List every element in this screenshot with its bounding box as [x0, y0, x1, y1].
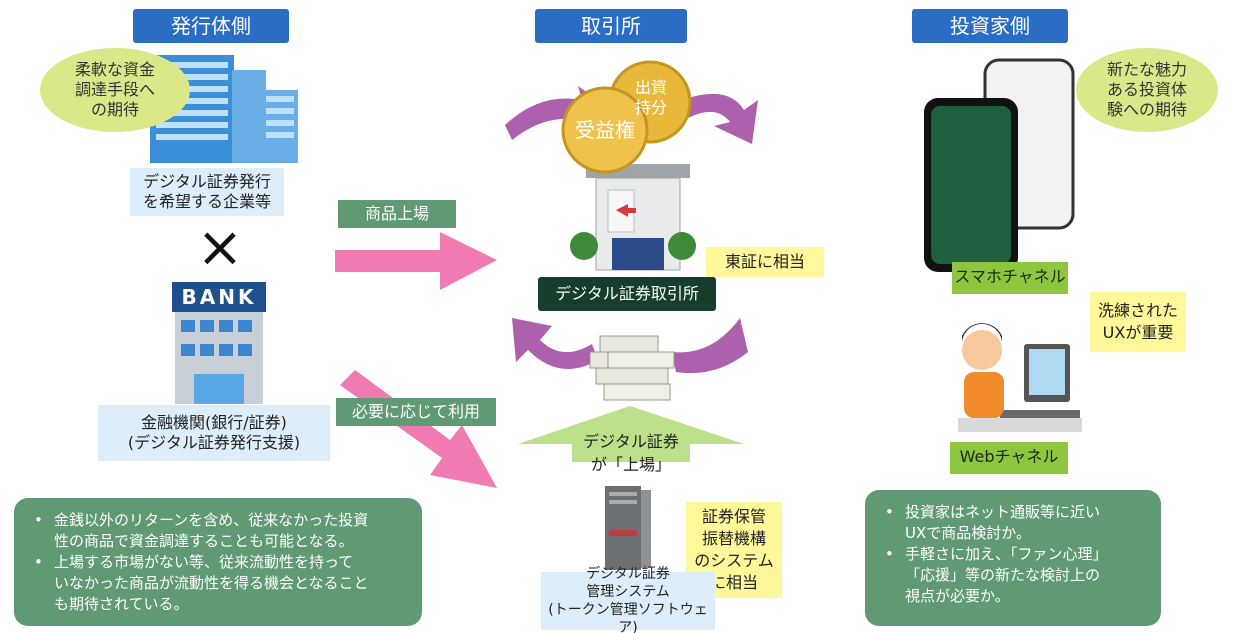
exchange-header: 取引所	[535, 9, 687, 43]
investor-header: 投資家側	[912, 9, 1068, 43]
investor-notes: 投資家はネット通販等に近い UXで商品検討か。 手軽さに加え、「ファン心理」 「…	[865, 490, 1161, 626]
coin-back-label: 出資 持分	[634, 78, 667, 117]
use-arrow	[340, 370, 497, 488]
curve-arrow-top-right	[682, 93, 758, 144]
web-channel: Webチャネル	[950, 442, 1068, 474]
curve-arrow-bottom-left	[512, 318, 598, 369]
custody-equivalent-tag: 証券保管 振替機構 のシステム に相当	[686, 502, 782, 598]
listing-tag: 商品上場	[338, 200, 456, 228]
use-as-needed-tag: 必要に応じて利用	[336, 398, 496, 426]
listing-up-arrow	[518, 406, 744, 462]
issuer-header: 発行体側	[133, 9, 289, 43]
tse-equivalent-tag: 東証に相当	[706, 247, 824, 277]
system-caption: デジタル証券 管理システム (トークン管理ソフトウェア)	[541, 566, 715, 633]
curve-arrow-bottom-right	[672, 318, 748, 374]
smartphone-channel: スマホチャネル	[952, 262, 1068, 294]
coin-icon	[561, 60, 692, 174]
issuer-notes: 金銭以外のリターンを含め、従来なかった投資 性の商品で資金調達することも可能とな…	[14, 498, 422, 626]
server-icon	[605, 486, 651, 570]
cross-mark: ×	[196, 215, 244, 280]
listing-arrow	[335, 232, 497, 290]
office-building-icon	[150, 55, 298, 163]
ux-note-tag: 洗練された UXが重要	[1090, 292, 1186, 352]
investor-note-1: 投資家はネット通販等に近い UXで商品検討か。	[883, 502, 1147, 544]
investor-expectation-bubble: 新たな魅力 ある投資体 験への期待	[1076, 48, 1218, 132]
money-stack-icon	[589, 335, 675, 401]
smartphone-icon	[924, 58, 1075, 272]
issuer-note-1: 金銭以外のリターンを含め、従来なかった投資 性の商品で資金調達することも可能とな…	[32, 510, 408, 552]
bank-building-icon	[172, 282, 266, 404]
bank-caption: 金融機関(銀行/証券) (デジタル証券発行支援)	[98, 405, 330, 461]
stock-exchange-icon	[570, 164, 696, 271]
listed-securities-label: デジタル証券 が「上場」	[583, 432, 679, 474]
person-at-computer-icon	[958, 323, 1082, 432]
investor-note-2: 手軽さに加え、「ファン心理」 「応援」等の新たな検討上の 視点が必要か。	[883, 544, 1147, 607]
coin-front-label: 受益権	[575, 118, 635, 142]
company-caption: デジタル証券発行 を希望する企業等	[130, 168, 284, 216]
issuer-expectation-bubble: 柔軟な資金 調達手段へ の期待	[40, 48, 190, 132]
issuer-note-2: 上場する市場がない等、従来流動性を持って いなかった商品が流動性を得る機会となる…	[32, 552, 408, 615]
bank-sign: BANK	[181, 285, 257, 309]
digital-exchange-label: デジタル証券取引所	[538, 277, 716, 311]
